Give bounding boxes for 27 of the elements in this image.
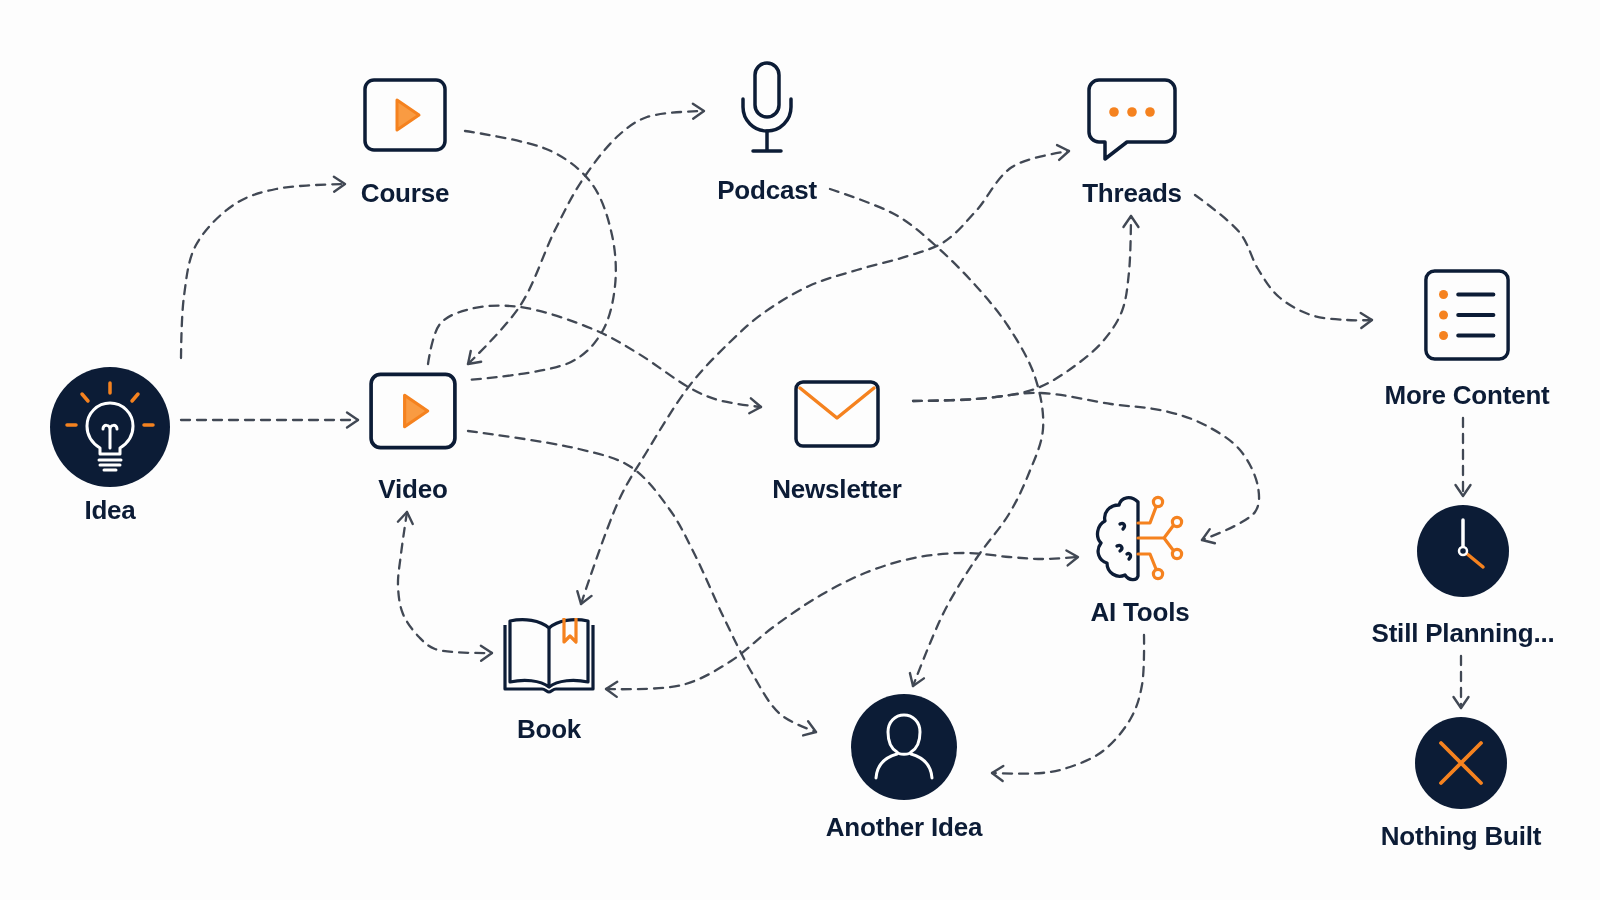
dashed-arrow (576, 143, 1071, 606)
node-label: More Content (1384, 380, 1550, 410)
dashed-arrow (604, 549, 1080, 698)
dashed-arrow (1193, 193, 1374, 330)
dashed-arrow (179, 175, 347, 360)
dashed-arrow (911, 391, 1261, 545)
dashed-arrow (990, 633, 1146, 783)
node-label: Podcast (717, 175, 817, 205)
node-label: Course (360, 178, 450, 208)
dashed-arrow (828, 187, 1045, 688)
node-label: Threads (1082, 178, 1182, 208)
dashed-arrow (426, 304, 763, 415)
dashed-line (463, 129, 617, 382)
dashed-arrow (396, 510, 494, 662)
node-label: Nothing Built (1380, 821, 1542, 851)
node-label: Idea (84, 495, 136, 525)
dashed-arrow (466, 429, 818, 737)
dashed-arrow (179, 411, 360, 429)
node-label: Book (516, 714, 582, 744)
dashed-arrow (1454, 416, 1472, 498)
node-label: Newsletter (772, 474, 902, 504)
node-label: Another Idea (825, 812, 983, 842)
node-label: Video (378, 474, 448, 504)
dashed-arrow (1452, 654, 1470, 710)
node-label: AI Tools (1090, 597, 1190, 627)
node-label: Still Planning... (1371, 618, 1555, 648)
dashed-arrow (466, 102, 706, 366)
